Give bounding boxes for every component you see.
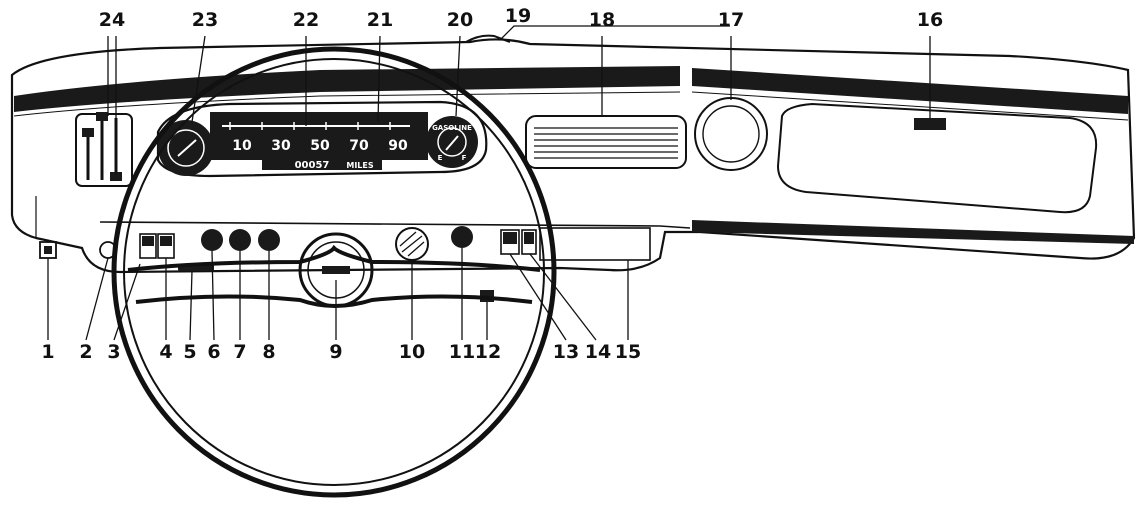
- callout-20: 20: [447, 9, 473, 31]
- callout-1: 1: [41, 341, 54, 363]
- fuel-gauge-empty: E: [438, 154, 443, 162]
- callout-11: 11: [449, 341, 475, 363]
- callout-6: 6: [207, 341, 220, 363]
- fuel-gauge-label: GASOLINE: [432, 124, 472, 132]
- speed-scale-50: 50: [310, 138, 330, 154]
- callout-14: 14: [585, 341, 611, 363]
- defroster-vent: [465, 34, 511, 43]
- callout-10: 10: [399, 341, 425, 363]
- callout-2: 2: [79, 341, 92, 363]
- callout-23: 23: [192, 9, 218, 31]
- heater-controls: [75, 112, 133, 187]
- callout-21: 21: [367, 9, 393, 31]
- callout-4: 4: [159, 341, 172, 363]
- callout-12: 12: [475, 341, 501, 363]
- callout-9: 9: [329, 341, 342, 363]
- odometer-unit: MILES: [346, 161, 374, 170]
- odometer-digits: 00057: [295, 160, 330, 171]
- callout-8: 8: [262, 341, 275, 363]
- instrument-cluster: 10 30 50 70 90 00057 MILES GASOLINE E F: [156, 100, 488, 178]
- callout-17: 17: [718, 9, 744, 31]
- callout-15: 15: [615, 341, 641, 363]
- speed-scale-70: 70: [349, 138, 369, 154]
- dashboard-body: [10, 38, 1136, 274]
- callout-16: 16: [917, 9, 943, 31]
- leader-lines: [47, 25, 931, 341]
- fuel-gauge-full: F: [462, 154, 467, 162]
- speed-scale-90: 90: [388, 138, 408, 154]
- speed-scale-30: 30: [271, 138, 291, 154]
- radio-grille: [525, 115, 687, 169]
- callout-5: 5: [183, 341, 196, 363]
- callout-numbers: 1 2 3 4 5 6 7 8 9 10 11 12 13 14 15 16 1…: [41, 5, 943, 363]
- callout-18: 18: [589, 9, 615, 31]
- callout-7: 7: [233, 341, 246, 363]
- callout-19: 19: [505, 5, 531, 27]
- callout-13: 13: [553, 341, 579, 363]
- callout-22: 22: [293, 9, 319, 31]
- clock-dial: [694, 97, 768, 171]
- callout-3: 3: [107, 341, 120, 363]
- glove-box: [776, 102, 1098, 214]
- callout-24: 24: [99, 9, 125, 31]
- speed-scale-10: 10: [232, 138, 252, 154]
